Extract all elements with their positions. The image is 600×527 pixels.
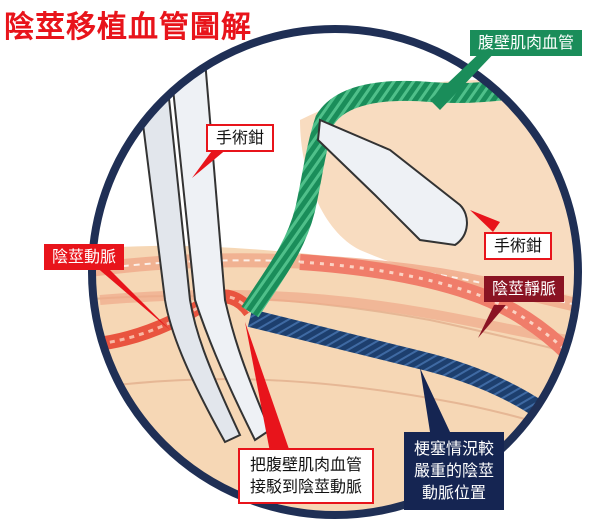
label-forceps-right: 手術鉗 bbox=[484, 232, 553, 260]
inset-ring bbox=[88, 25, 582, 519]
label-penile-artery: 陰莖動脈 bbox=[44, 244, 125, 270]
forceps-right bbox=[316, 118, 468, 247]
connect-line-1: 把腹壁肌肉血管 bbox=[250, 455, 363, 474]
blocked-line-1: 梗塞情況較 bbox=[414, 439, 495, 458]
page-title: 陰莖移植血管圖解 bbox=[4, 10, 252, 45]
blocked-artery bbox=[247, 309, 545, 418]
label-abdominal-vessel: 腹壁肌肉血管 bbox=[470, 30, 583, 56]
blocked-line-2: 嚴重的陰莖 bbox=[414, 461, 495, 480]
blocked-line-3: 動脈位置 bbox=[422, 483, 487, 502]
connect-line-2: 接駁到陰莖動脈 bbox=[250, 477, 363, 496]
magnified-view bbox=[92, 29, 578, 515]
label-penile-vein: 陰莖靜脈 bbox=[484, 276, 565, 302]
label-blocked-note: 梗塞情況較 嚴重的陰莖 動脈位置 bbox=[404, 432, 505, 510]
forceps-left bbox=[168, 59, 272, 442]
label-connect-note: 把腹壁肌肉血管 接駁到陰莖動脈 bbox=[238, 448, 375, 504]
label-forceps-left: 手術鉗 bbox=[206, 124, 275, 152]
